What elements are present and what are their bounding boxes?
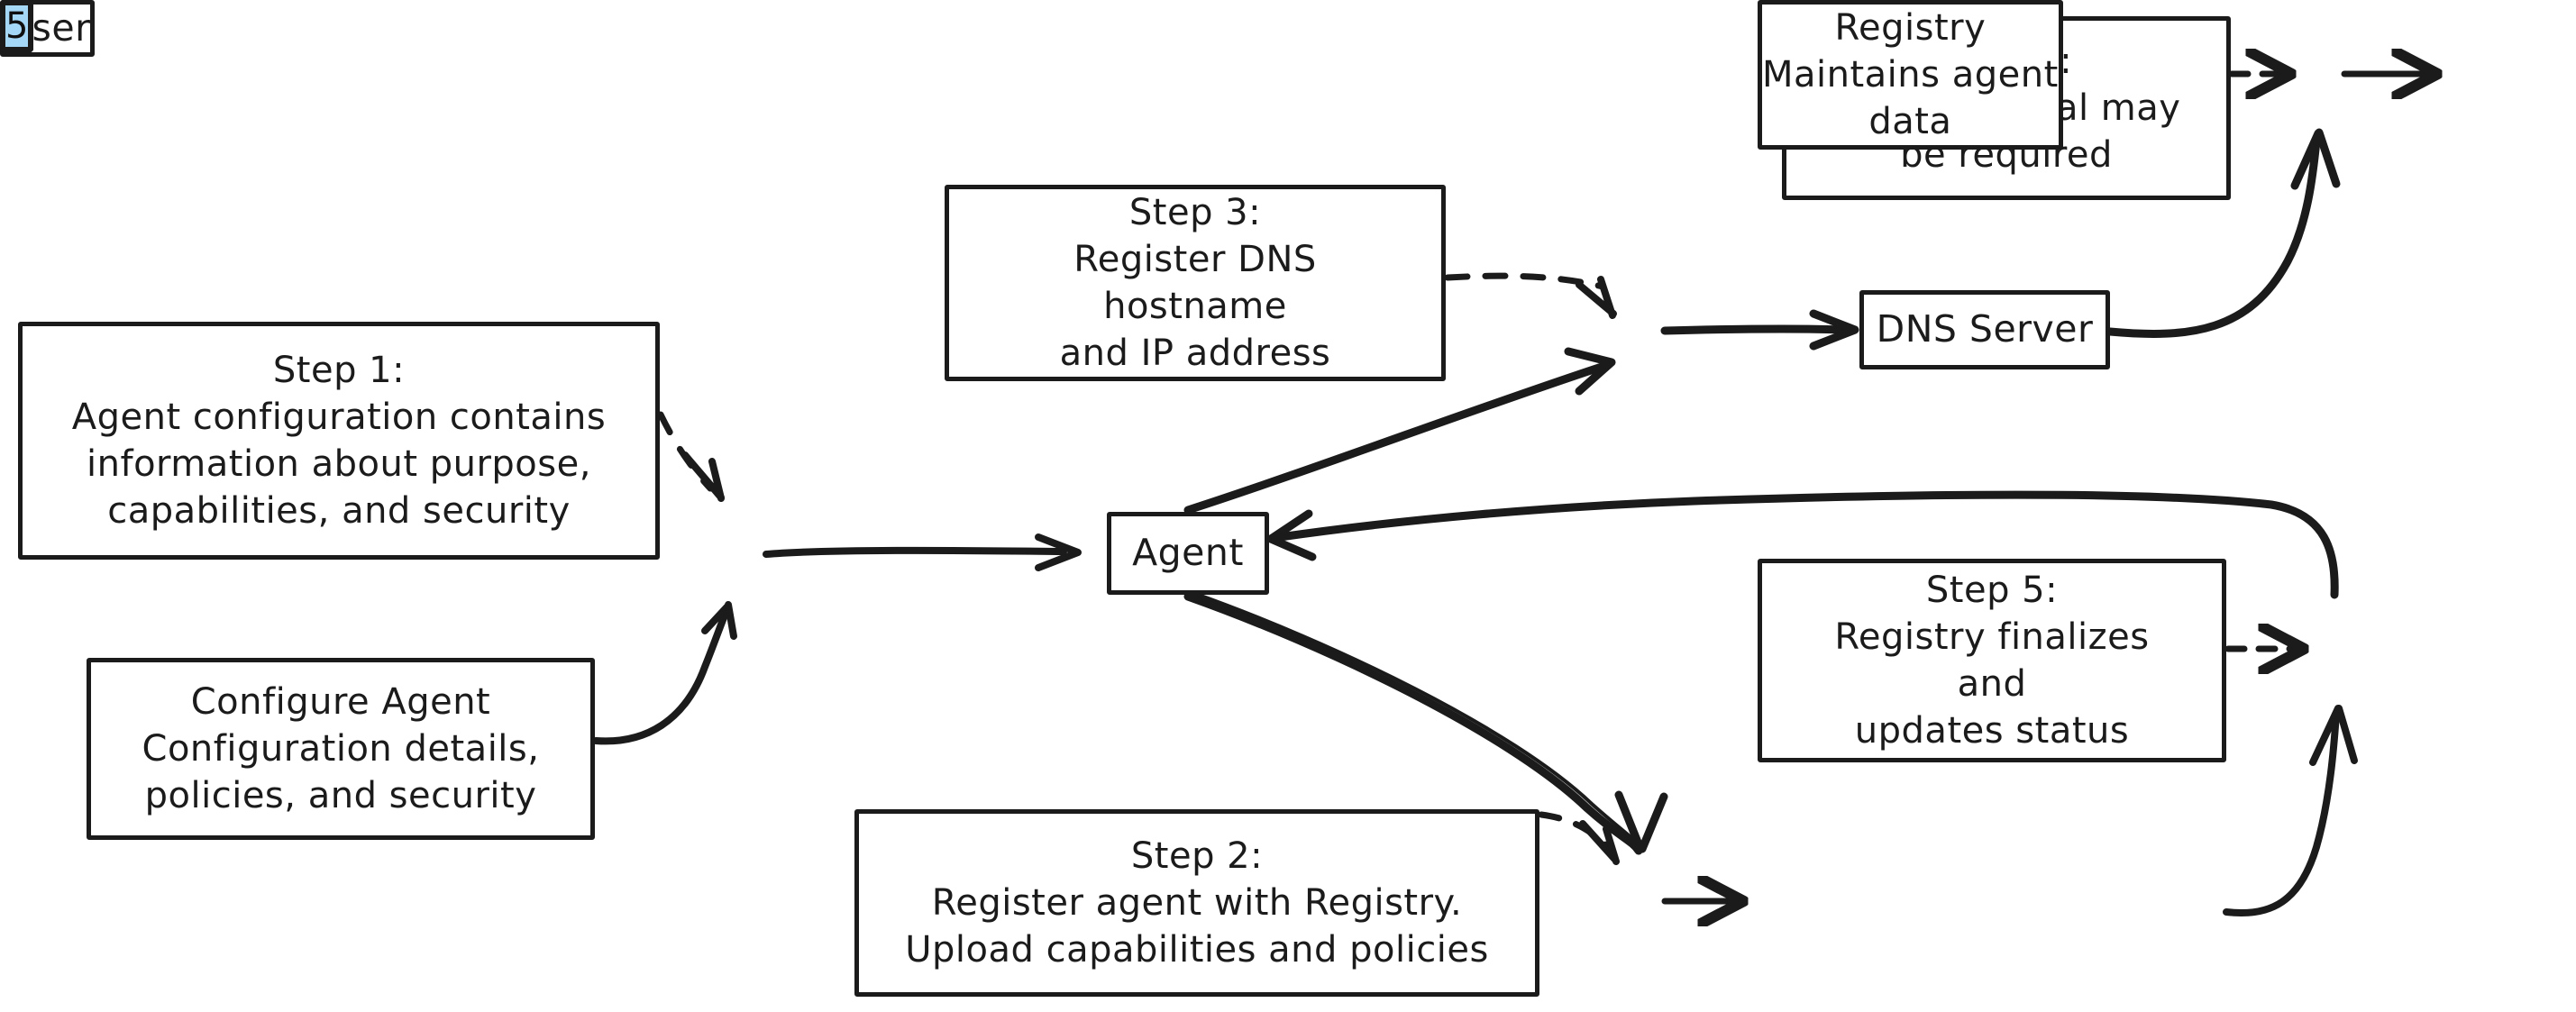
node-step5[interactable]: Step 5: Registry finalizes and updates s… [1758, 559, 2226, 762]
node-agent[interactable]: Agent [1107, 512, 1269, 595]
node-configure-line-2: Configuration details, [142, 728, 540, 770]
node-agent-label: Agent [1132, 531, 1244, 575]
node-step5-line-3: and [1957, 663, 2027, 705]
connector-agent-to-marker3 [1183, 347, 1616, 515]
connector-dns-to-marker4 [2106, 128, 2341, 338]
connector-marker5-to-agent [1266, 490, 2339, 599]
connector-configure-to-marker1 [592, 601, 737, 745]
node-step3-line-4: and IP address [1059, 333, 1331, 374]
connector-step3-to-marker3 [1444, 272, 1617, 319]
node-step1-line-3: information about purpose, [87, 443, 591, 485]
connector-step2-to-marker2 [1538, 811, 1620, 865]
node-step3-line-1: Step 3: [1128, 192, 1262, 233]
node-dns-server-label: DNS Server [1876, 307, 2094, 351]
node-step5-line-4: updates status [1854, 710, 2130, 752]
node-configure-line-3: policies, and security [144, 775, 537, 816]
node-step1[interactable]: Step 1: Agent configuration contains inf… [18, 322, 660, 560]
node-configure-agent[interactable]: Configure Agent Configuration details, p… [87, 658, 595, 840]
node-step1-line-2: Agent configuration contains [71, 397, 607, 438]
node-step1-line-4: capabilities, and security [107, 490, 571, 532]
step-marker-5-label: 5 [5, 5, 29, 47]
node-registry-line-3: data [1868, 101, 1952, 142]
connector-marker3-to-dns [1660, 309, 1859, 351]
node-step3[interactable]: Step 3: Register DNS hostname and IP add… [945, 185, 1446, 381]
node-step2-line-3: Upload capabilities and policies [905, 929, 1489, 971]
node-step3-line-3: hostname [1103, 286, 1287, 327]
node-configure-line-1: Configure Agent [190, 681, 491, 723]
node-step5-line-1: Step 5: [1925, 570, 2059, 611]
node-step2-line-1: Step 2: [1130, 835, 1264, 877]
connector-step1-to-marker1 [657, 411, 725, 502]
node-step2[interactable]: Step 2: Register agent with Registry. Up… [854, 809, 1539, 997]
connector-marker1-to-agent [763, 533, 1082, 571]
node-step5-line-2: Registry finalizes [1834, 616, 2150, 658]
node-registry-line-1: Registry [1834, 7, 1987, 49]
step-marker-5[interactable]: 5 [0, 0, 34, 52]
node-registry-line-2: Maintains agent [1762, 54, 2059, 96]
node-registry[interactable]: Registry Maintains agent data [1758, 0, 2063, 150]
node-dns-server[interactable]: DNS Server [1859, 290, 2110, 369]
connector-agent-to-marker2 [1183, 591, 1668, 855]
node-step2-line-2: Register agent with Registry. [931, 882, 1463, 924]
connector-registry-to-marker5 [2223, 705, 2358, 916]
node-step1-line-1: Step 1: [272, 350, 406, 391]
node-step3-line-2: Register DNS [1073, 239, 1317, 280]
